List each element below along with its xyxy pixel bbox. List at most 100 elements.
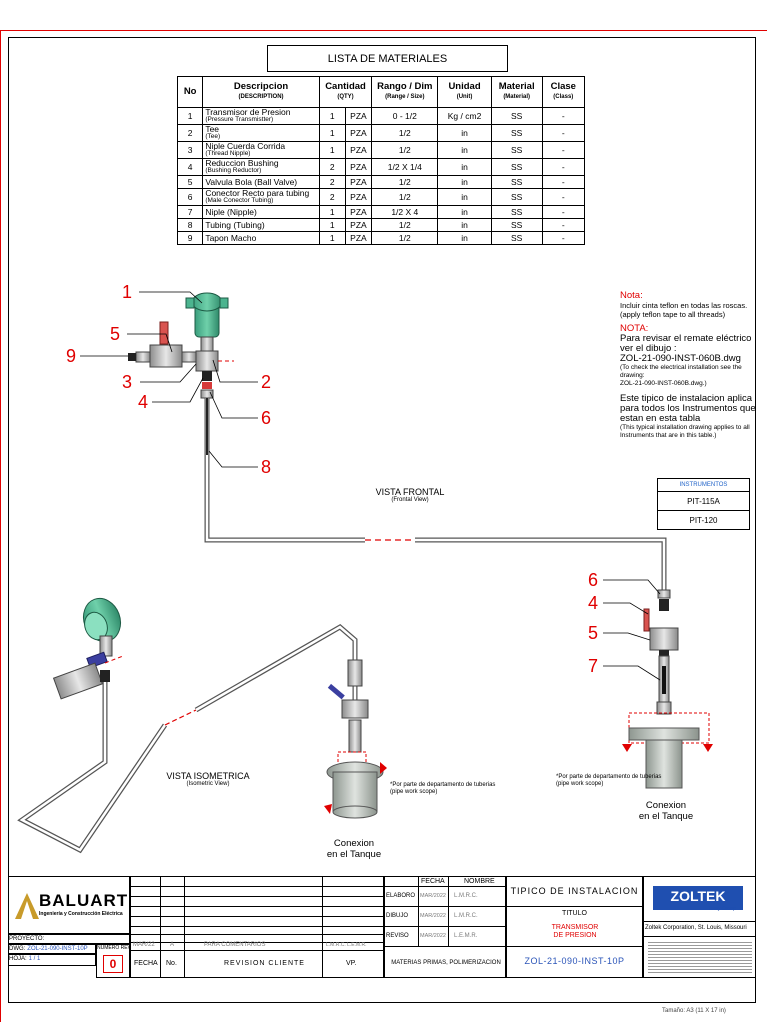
dibujo-label: DIBUJO xyxy=(386,913,409,919)
dibujo-fecha: MAR/2022 xyxy=(420,913,446,919)
hoja-value: 1 / 1 xyxy=(28,956,41,962)
pipe-scope-en: (pipe work scope) xyxy=(390,789,438,795)
scope-marker-right xyxy=(703,744,713,752)
bom-col-header-en: (DESCRIPTION) xyxy=(238,94,284,100)
note-2-en-drawing: ZOL-21-090-INST-060B.dwg.) xyxy=(620,380,707,387)
tee-fitting xyxy=(195,350,234,372)
drawing-title-block xyxy=(506,876,643,978)
frontal-view-label: VISTA FRONTAL (Frontal View) xyxy=(350,487,470,503)
bom-col-header-es: Rango / Dim xyxy=(377,81,433,92)
page-border xyxy=(0,30,767,1022)
col-revision: REVISION CLIENTE xyxy=(224,960,305,967)
baluarte-logo-icon xyxy=(15,893,39,919)
drawing-type: TIPICO DE INSTALACION xyxy=(510,886,639,896)
reviso-nombre: L.E.M.R. xyxy=(454,933,478,939)
rev-row-desc: PARA COMENTARIOS xyxy=(204,942,266,948)
tank-en-tanque-iso: en el Tanque xyxy=(326,849,382,860)
bom-desc-es: Niple (Nipple) xyxy=(205,207,257,217)
bom-col-header-en: (Unit) xyxy=(456,94,473,100)
bom-desc-en: (Male Conector Tubing) xyxy=(205,197,274,204)
bom-col-header: Unidad(Unit) xyxy=(437,76,492,108)
tank-conexion-iso: Conexion xyxy=(333,838,375,849)
note-2-title: NOTA: xyxy=(620,323,649,334)
dibujo-nombre: L.M.R.C. xyxy=(454,913,478,919)
drawing-number: ZOL-21-090-INST-10P xyxy=(524,956,625,966)
iso-view-subtitle: (Isometric View) xyxy=(186,781,230,787)
proyecto-label: PROYECTO: xyxy=(9,936,45,942)
bom-col-header-es: Cantidad xyxy=(325,81,366,92)
bom-desc-es: Tubing (Tubing) xyxy=(205,220,265,230)
reviso-label: REVISO xyxy=(386,933,409,939)
pipe-scope-note-right: *Por parte de departamento de tuberias (… xyxy=(556,774,666,788)
note-1-title: Nota: xyxy=(620,290,643,301)
iso-view-label: VISTA ISOMETRICA (Isometric View) xyxy=(148,771,268,787)
signoff-block xyxy=(384,876,506,978)
client-fine-print xyxy=(648,940,752,974)
bom-col-header-es: Descripcion xyxy=(233,81,289,92)
rev-row-fecha: MAR/22 xyxy=(133,942,155,948)
bom-col-header: Cantidad(QTY) xyxy=(318,76,373,108)
callout-5-right: 5 xyxy=(588,623,599,643)
col-vp: VP. xyxy=(346,960,357,967)
pipe-scope-es: *Por parte de departamento de tuberias xyxy=(390,782,496,788)
callout-3: 3 xyxy=(122,372,133,392)
titulo-label: TITULO xyxy=(562,910,587,917)
company-logo-cell: BALUARTE Ingeniería y Construcción Eléct… xyxy=(8,876,130,934)
bom-cell-clase: - xyxy=(541,205,586,219)
tank-en-tanque-right: en el Tanque xyxy=(638,811,694,822)
client-address: Zoltek Corporation, St. Louis, Missouri xyxy=(645,925,747,931)
bom-col-header-es: No xyxy=(183,86,197,97)
isometric-view xyxy=(17,597,387,854)
client-group: Toray Group xyxy=(708,906,736,912)
bom-col-header-es: Clase xyxy=(550,81,576,92)
instruments-table: INSTRUMENTOS PIT-115A PIT-120 xyxy=(657,478,750,530)
signoff-nombre-header: NOMBRE xyxy=(464,878,495,885)
bom-col-header: No xyxy=(176,76,204,108)
callout-5: 5 xyxy=(110,324,121,344)
bom-title: LISTA DE MATERIALES xyxy=(267,45,508,72)
dwg-label: DWG: xyxy=(9,946,26,952)
reviso-fecha: MAR/2022 xyxy=(420,933,446,939)
bom-desc-es: Tapon Macho xyxy=(205,233,257,243)
callout-9: 9 xyxy=(66,346,77,366)
rev-number-label: NUMERO REV. xyxy=(97,945,130,951)
callout-6-right: 6 xyxy=(588,570,599,590)
frontal-view-title: VISTA FRONTAL xyxy=(375,487,445,497)
callout-4: 4 xyxy=(138,392,149,412)
col-no: No. xyxy=(166,960,177,967)
note-3-es: Este tipico de instalacion aplica para t… xyxy=(620,393,756,424)
pressure-transmitter-iso xyxy=(82,597,122,657)
revision-grid xyxy=(130,876,384,978)
note-1-en: (apply teflon tape to all threads) xyxy=(620,310,726,319)
elaboro-label: ELABORO xyxy=(386,893,416,899)
pipe-scope-note-iso: *Por parte de departamento de tuberias (… xyxy=(390,782,500,796)
client-logo: ZOLTEK xyxy=(653,886,743,910)
bom-col-header-en: (Range / Size) xyxy=(385,94,425,100)
bom-col-header: Descripcion (DESCRIPTION) xyxy=(202,76,320,108)
materias-primas: MATERIAS PRIMAS, POLIMERIZACION xyxy=(391,960,501,966)
hoja-cell: HOJA: 1 / 1 xyxy=(8,954,96,966)
bom-col-header-en: (Class) xyxy=(553,94,574,100)
note-1-es: Incluir cinta teflon en todas las roscas… xyxy=(620,301,748,310)
note-2-drawing: ZOL-21-090-INST-060B.dwg xyxy=(620,353,741,364)
frontal-view-subtitle: (Frontal View) xyxy=(391,497,429,503)
bom-desc-en: (Bushing Reductor) xyxy=(205,167,262,174)
sheet-size: Tamaño: A3 (11 X 17 in) xyxy=(662,1008,726,1014)
bom-desc-en: (Tee) xyxy=(205,133,221,140)
note-2-es: Para revisar el remate eléctrico ver el … xyxy=(620,333,752,354)
bom-cell-unit: in xyxy=(437,231,492,245)
callout-8: 8 xyxy=(261,457,272,477)
elaboro-nombre: L.M.R.C. xyxy=(454,893,478,899)
bom-col-header: Clase (Class) xyxy=(541,76,586,108)
pressure-transmitter-frontal xyxy=(185,292,229,352)
instrument-item: PIT-115A xyxy=(657,491,750,511)
ball-valve-frontal xyxy=(128,321,197,368)
tank-connection-label-iso: Conexion en el Tanque xyxy=(314,838,394,860)
bom-cell-qty: 1 xyxy=(318,231,346,245)
proyecto-cell: PROYECTO: xyxy=(8,934,130,944)
bom-cell-material: SS xyxy=(490,231,543,245)
bom-cell-clase: - xyxy=(541,231,586,245)
callout-leaders xyxy=(80,291,661,681)
